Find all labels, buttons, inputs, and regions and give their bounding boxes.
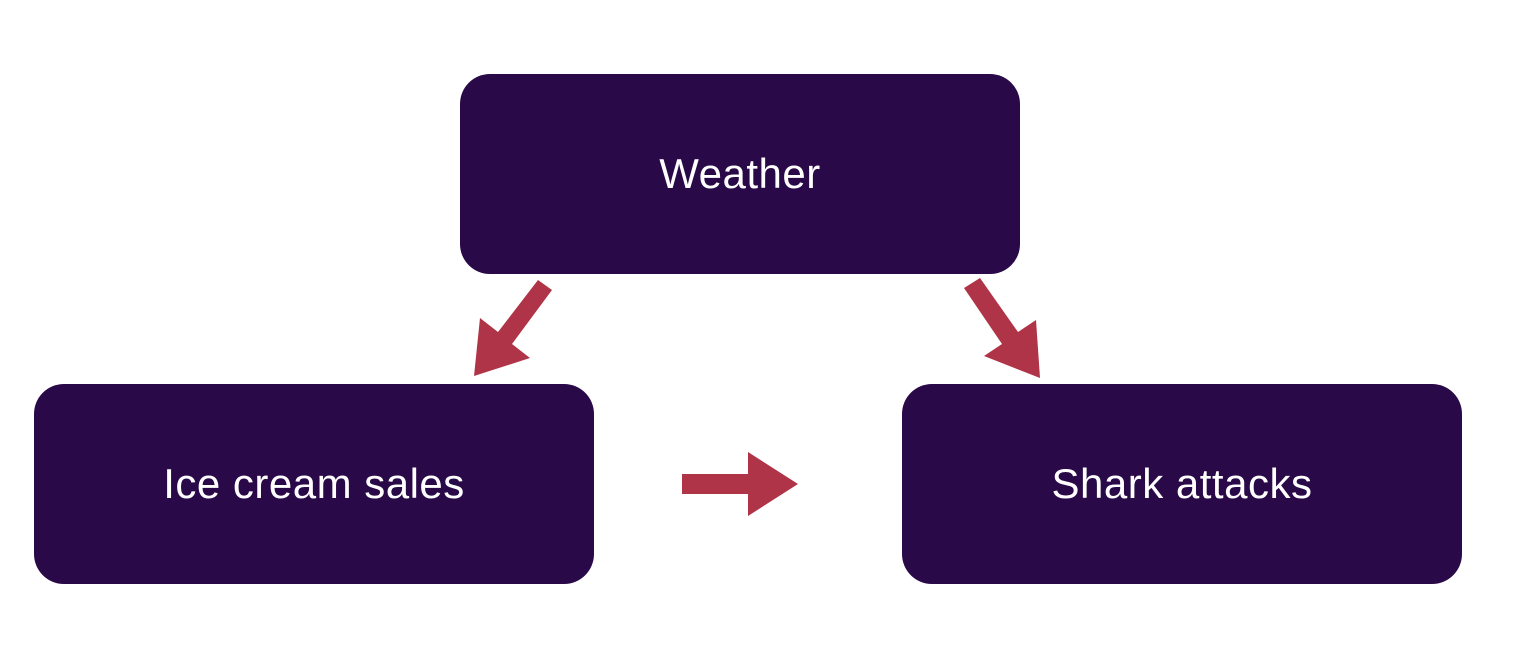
node-ice-cream-sales-label: Ice cream sales xyxy=(163,460,465,507)
arrow-ice-cream-to-shark xyxy=(682,452,798,516)
node-ice-cream-sales: Ice cream sales xyxy=(34,384,594,584)
node-shark-attacks-label: Shark attacks xyxy=(1051,460,1313,507)
arrow-weather-to-ice-cream xyxy=(474,280,552,376)
node-shark-attacks: Shark attacks xyxy=(902,384,1462,584)
node-weather-label: Weather xyxy=(659,150,821,197)
node-weather: Weather xyxy=(460,74,1020,274)
arrow-weather-to-shark xyxy=(964,278,1040,378)
